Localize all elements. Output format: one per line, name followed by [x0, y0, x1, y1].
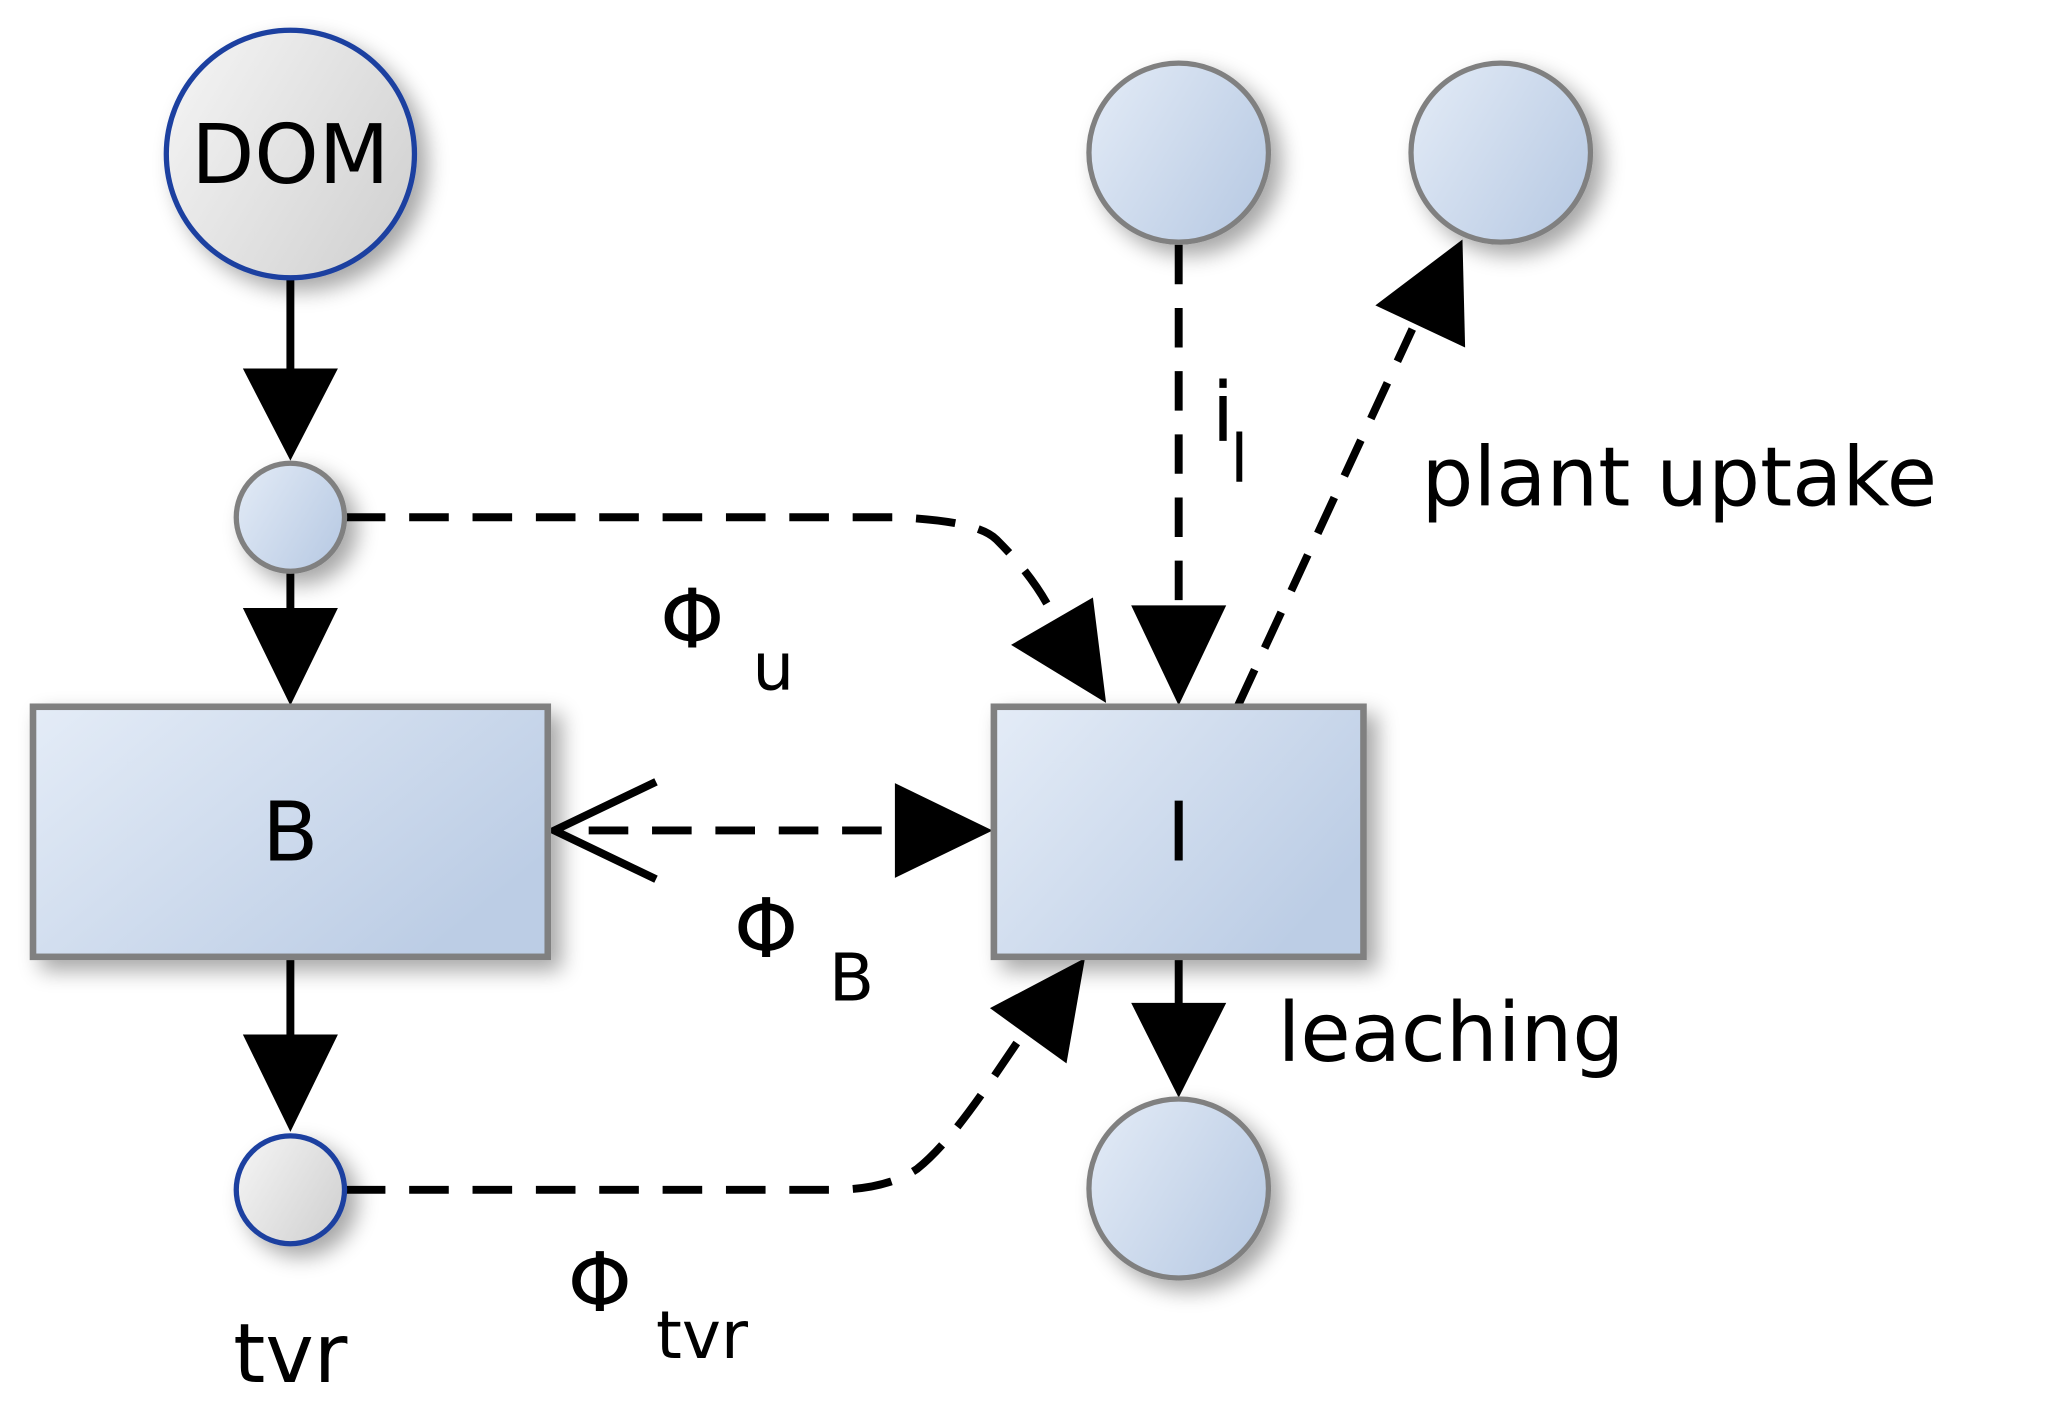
edge-biomass-to-tvr: [242, 958, 338, 1132]
arrowhead-icon: [242, 368, 338, 461]
edge-phi-u: [345, 513, 1107, 703]
node-tvr[interactable]: [233, 1133, 348, 1247]
node-dom[interactable]: DOM: [163, 27, 418, 281]
arrowhead-icon: [989, 958, 1085, 1064]
phi-tvr-subscript: tvr: [656, 1297, 749, 1374]
arrowhead-icon: [1375, 239, 1466, 348]
open-arrowhead-icon: [545, 778, 658, 883]
label-phi-b: Φ B: [734, 882, 874, 1016]
edge-dom-to-junction: [242, 279, 338, 461]
node-inorganic[interactable]: I: [990, 703, 1367, 961]
label-phi-u: Φ u: [660, 573, 794, 706]
node-plant-sink[interactable]: [1408, 60, 1594, 245]
edge-phi-tvr: [345, 958, 1085, 1194]
input-symbol: i: [1212, 366, 1235, 461]
arrowhead-icon: [1011, 597, 1107, 703]
phi-u-subscript: u: [752, 629, 794, 706]
phi-tvr-symbol: Φ: [568, 1236, 632, 1331]
arrowhead-icon: [1131, 1002, 1227, 1098]
node-leaching-sink[interactable]: [1086, 1096, 1272, 1281]
edge-input: [1131, 244, 1227, 706]
node-inorganic-label: I: [1167, 786, 1191, 881]
node-input-source[interactable]: [1086, 60, 1272, 245]
edge-phi-b: [545, 778, 993, 883]
arrowhead-icon: [894, 783, 993, 878]
node-dom-label: DOM: [191, 108, 389, 203]
node-biomass[interactable]: B: [29, 703, 552, 961]
node-uptake-junction[interactable]: [233, 460, 348, 574]
label-plant-uptake: plant uptake: [1422, 431, 1938, 526]
edge-leaching: [1131, 958, 1227, 1098]
phi-b-symbol: Φ: [734, 882, 798, 977]
phi-u-symbol: Φ: [660, 573, 724, 668]
node-biomass-label: B: [262, 786, 318, 881]
edge-plant-uptake: [1234, 239, 1466, 708]
node-tvr-label: tvr: [233, 1307, 348, 1402]
label-phi-tvr: Φ tvr: [568, 1236, 749, 1374]
arrowhead-icon: [1131, 605, 1227, 706]
label-input: i l: [1212, 366, 1249, 498]
phi-b-subscript: B: [829, 939, 874, 1016]
input-subscript: l: [1230, 421, 1248, 498]
edge-junction-to-biomass: [242, 571, 338, 706]
label-leaching: leaching: [1278, 986, 1625, 1081]
arrowhead-icon: [242, 608, 338, 706]
arrowhead-icon: [242, 1034, 338, 1132]
